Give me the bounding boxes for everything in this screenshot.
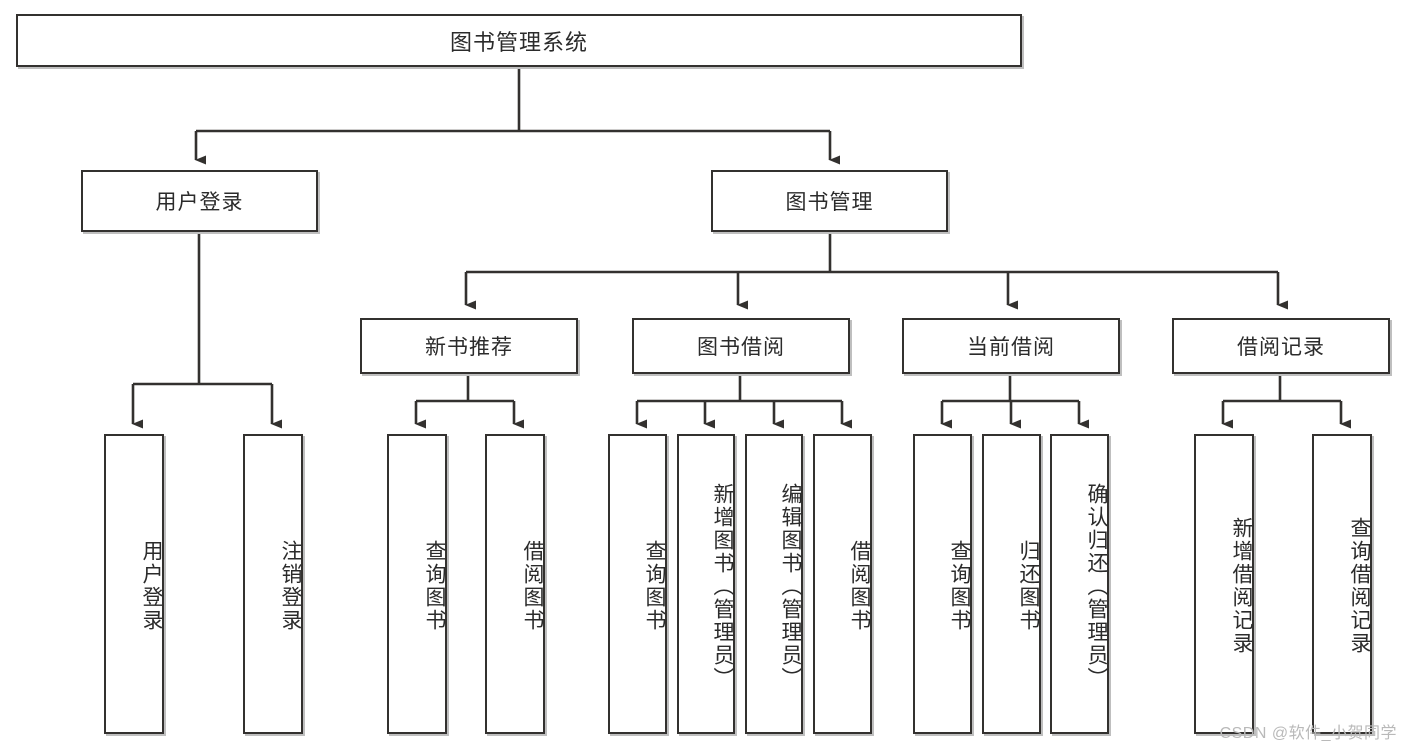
leaf-current-confirm-return-admin[interactable]: 确认归还（管理员） bbox=[1050, 434, 1109, 734]
csdn-watermark: CSDN @软件_小贺同学 bbox=[1219, 725, 1397, 742]
leaf-borrow-borrow-book[interactable]: 借阅图书 bbox=[813, 434, 872, 734]
leaf-user-login-logout[interactable]: 注销登录 bbox=[243, 434, 303, 734]
node-book-borrow[interactable]: 图书借阅 bbox=[632, 318, 850, 374]
leaf-borrow-query-book[interactable]: 查询图书 bbox=[608, 434, 667, 734]
leaf-record-add-record[interactable]: 新增借阅记录 bbox=[1194, 434, 1254, 734]
leaf-current-return-book[interactable]: 归还图书 bbox=[982, 434, 1041, 734]
node-book-management[interactable]: 图书管理 bbox=[711, 170, 948, 232]
leaf-recommend-query-book[interactable]: 查询图书 bbox=[387, 434, 447, 734]
node-borrow-record[interactable]: 借阅记录 bbox=[1172, 318, 1390, 374]
node-root-system[interactable]: 图书管理系统 bbox=[16, 14, 1022, 67]
node-new-book-recommend[interactable]: 新书推荐 bbox=[360, 318, 578, 374]
leaf-borrow-edit-book-admin[interactable]: 编辑图书（管理员） bbox=[745, 434, 803, 734]
leaf-borrow-add-book-admin[interactable]: 新增图书（管理员） bbox=[677, 434, 735, 734]
node-user-login[interactable]: 用户登录 bbox=[81, 170, 318, 232]
leaf-user-login-login[interactable]: 用户登录 bbox=[104, 434, 164, 734]
node-current-borrow[interactable]: 当前借阅 bbox=[902, 318, 1120, 374]
leaf-recommend-borrow-book[interactable]: 借阅图书 bbox=[485, 434, 545, 734]
leaf-current-query-book[interactable]: 查询图书 bbox=[913, 434, 972, 734]
leaf-record-query-record[interactable]: 查询借阅记录 bbox=[1312, 434, 1372, 734]
